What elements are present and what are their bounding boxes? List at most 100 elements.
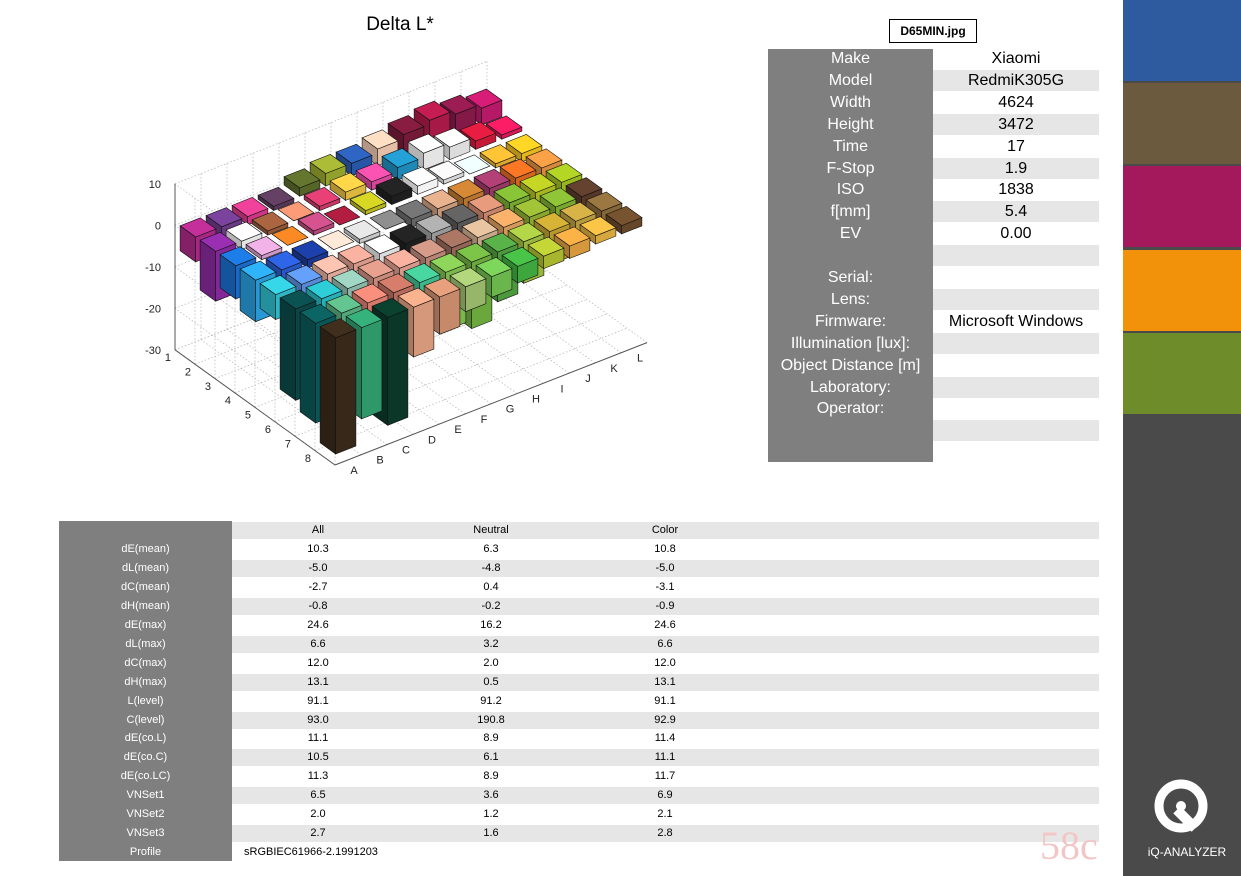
- bar-top-face: [357, 258, 395, 279]
- bar: [501, 246, 539, 284]
- stats-row-label: dE(co.LC): [120, 770, 171, 783]
- row-tick-label: 2: [185, 366, 191, 378]
- bar-top-face: [485, 115, 523, 136]
- floor-grid-line: [356, 278, 518, 394]
- bar-top-face: [403, 263, 441, 283]
- bar: [297, 211, 335, 236]
- stats-cell: 11.1: [654, 751, 676, 764]
- metadata-key: Lens:: [830, 290, 871, 308]
- bar-top-face: [383, 248, 421, 269]
- metadata-value: [933, 267, 1099, 288]
- bar-side-face: [279, 297, 296, 401]
- stats-cell: 6.5: [310, 789, 326, 802]
- bar-top-face: [427, 160, 465, 181]
- bar: [407, 133, 445, 171]
- bar-top-face: [265, 250, 303, 271]
- bar-top-face: [343, 219, 381, 240]
- metadata-key: ISO: [836, 181, 865, 199]
- metadata-key: Time: [833, 137, 868, 155]
- bar-top-face: [325, 293, 363, 314]
- stats-cell: 13.1: [307, 675, 329, 688]
- bar: [271, 225, 309, 246]
- bar: [485, 115, 523, 140]
- bar-top-face: [351, 283, 389, 304]
- metadata-row: Serial:: [768, 267, 1099, 289]
- bar-top-face: [387, 115, 425, 135]
- stats-cell: 24.6: [307, 618, 329, 631]
- column-tick-label: D: [428, 434, 436, 446]
- metadata-key: EV: [839, 225, 862, 243]
- bar-top-face: [539, 187, 577, 208]
- stats-cell: 12.0: [654, 656, 676, 669]
- stats-row-label: dE(mean): [121, 542, 170, 555]
- bar-top-face: [297, 211, 335, 232]
- bar-top-face: [441, 203, 479, 224]
- bar-top-face: [395, 199, 433, 220]
- stats-row-label: dL(mean): [121, 561, 170, 574]
- stats-row-label: dH(mean): [121, 599, 170, 612]
- bar-top-face: [245, 236, 283, 256]
- bar-top-face: [453, 154, 491, 175]
- bar-top-face: [527, 236, 565, 257]
- bar-front-face: [335, 329, 357, 455]
- bar-top-face: [461, 218, 499, 238]
- bar-top-face: [605, 206, 643, 226]
- stats-row-label: dL(max): [125, 637, 166, 650]
- stats-cell: -3.1: [655, 580, 675, 593]
- column-tick-label: B: [376, 455, 383, 467]
- floor-grid-line: [382, 267, 544, 384]
- bar-top-face: [319, 318, 357, 339]
- bar-top-face: [309, 154, 347, 174]
- bar-top-face: [435, 228, 473, 249]
- row-tick-label: 7: [285, 438, 291, 450]
- bar: [605, 206, 643, 235]
- stats-cell: 6.6: [657, 637, 673, 650]
- bar-top-face: [565, 177, 603, 198]
- z-tick-label: 10: [149, 179, 161, 191]
- stats-cell: 10.8: [654, 542, 676, 555]
- bar-top-face: [337, 244, 375, 265]
- bar-top-face: [475, 257, 513, 277]
- metadata-key: Firmware:: [814, 312, 887, 330]
- bar-top-face: [331, 269, 369, 289]
- bar-front-face: [413, 298, 435, 358]
- stats-cell: -5.0: [655, 561, 675, 574]
- metadata-value: 17: [1007, 137, 1025, 155]
- bar-top-face: [553, 226, 591, 247]
- bar: [579, 216, 617, 245]
- floor-grid-line: [486, 227, 648, 343]
- stats-label-column: [59, 521, 232, 861]
- color-swatch: [1123, 249, 1241, 331]
- logo-text: iQ-ANALYZER: [1147, 845, 1227, 859]
- stats-cell: 6.3: [483, 542, 499, 555]
- bar-top-face: [291, 240, 329, 261]
- bar: [505, 134, 543, 163]
- stats-cell: 3.6: [483, 789, 499, 802]
- stats-cell: 8.9: [483, 732, 499, 745]
- bar: [479, 144, 517, 169]
- row-tick-label: 5: [245, 410, 251, 422]
- stats-cell: 6.1: [483, 751, 499, 764]
- bar-top-face: [447, 179, 485, 199]
- metadata-row: Lens:: [768, 288, 1099, 311]
- bar-top-face: [449, 267, 487, 288]
- bar-top-face: [481, 232, 519, 253]
- bar-top-face: [423, 277, 461, 298]
- bar: [553, 226, 591, 259]
- stats-cell: 6.9: [657, 789, 673, 802]
- bar: [329, 172, 367, 201]
- metadata-row: Illumination [lux]:: [768, 332, 1099, 355]
- bar-top-face: [259, 275, 297, 295]
- stats-cell: -0.8: [308, 599, 328, 612]
- bar: [303, 186, 341, 212]
- bar-top-face: [361, 129, 399, 150]
- stats-row-label: dH(max): [124, 675, 167, 688]
